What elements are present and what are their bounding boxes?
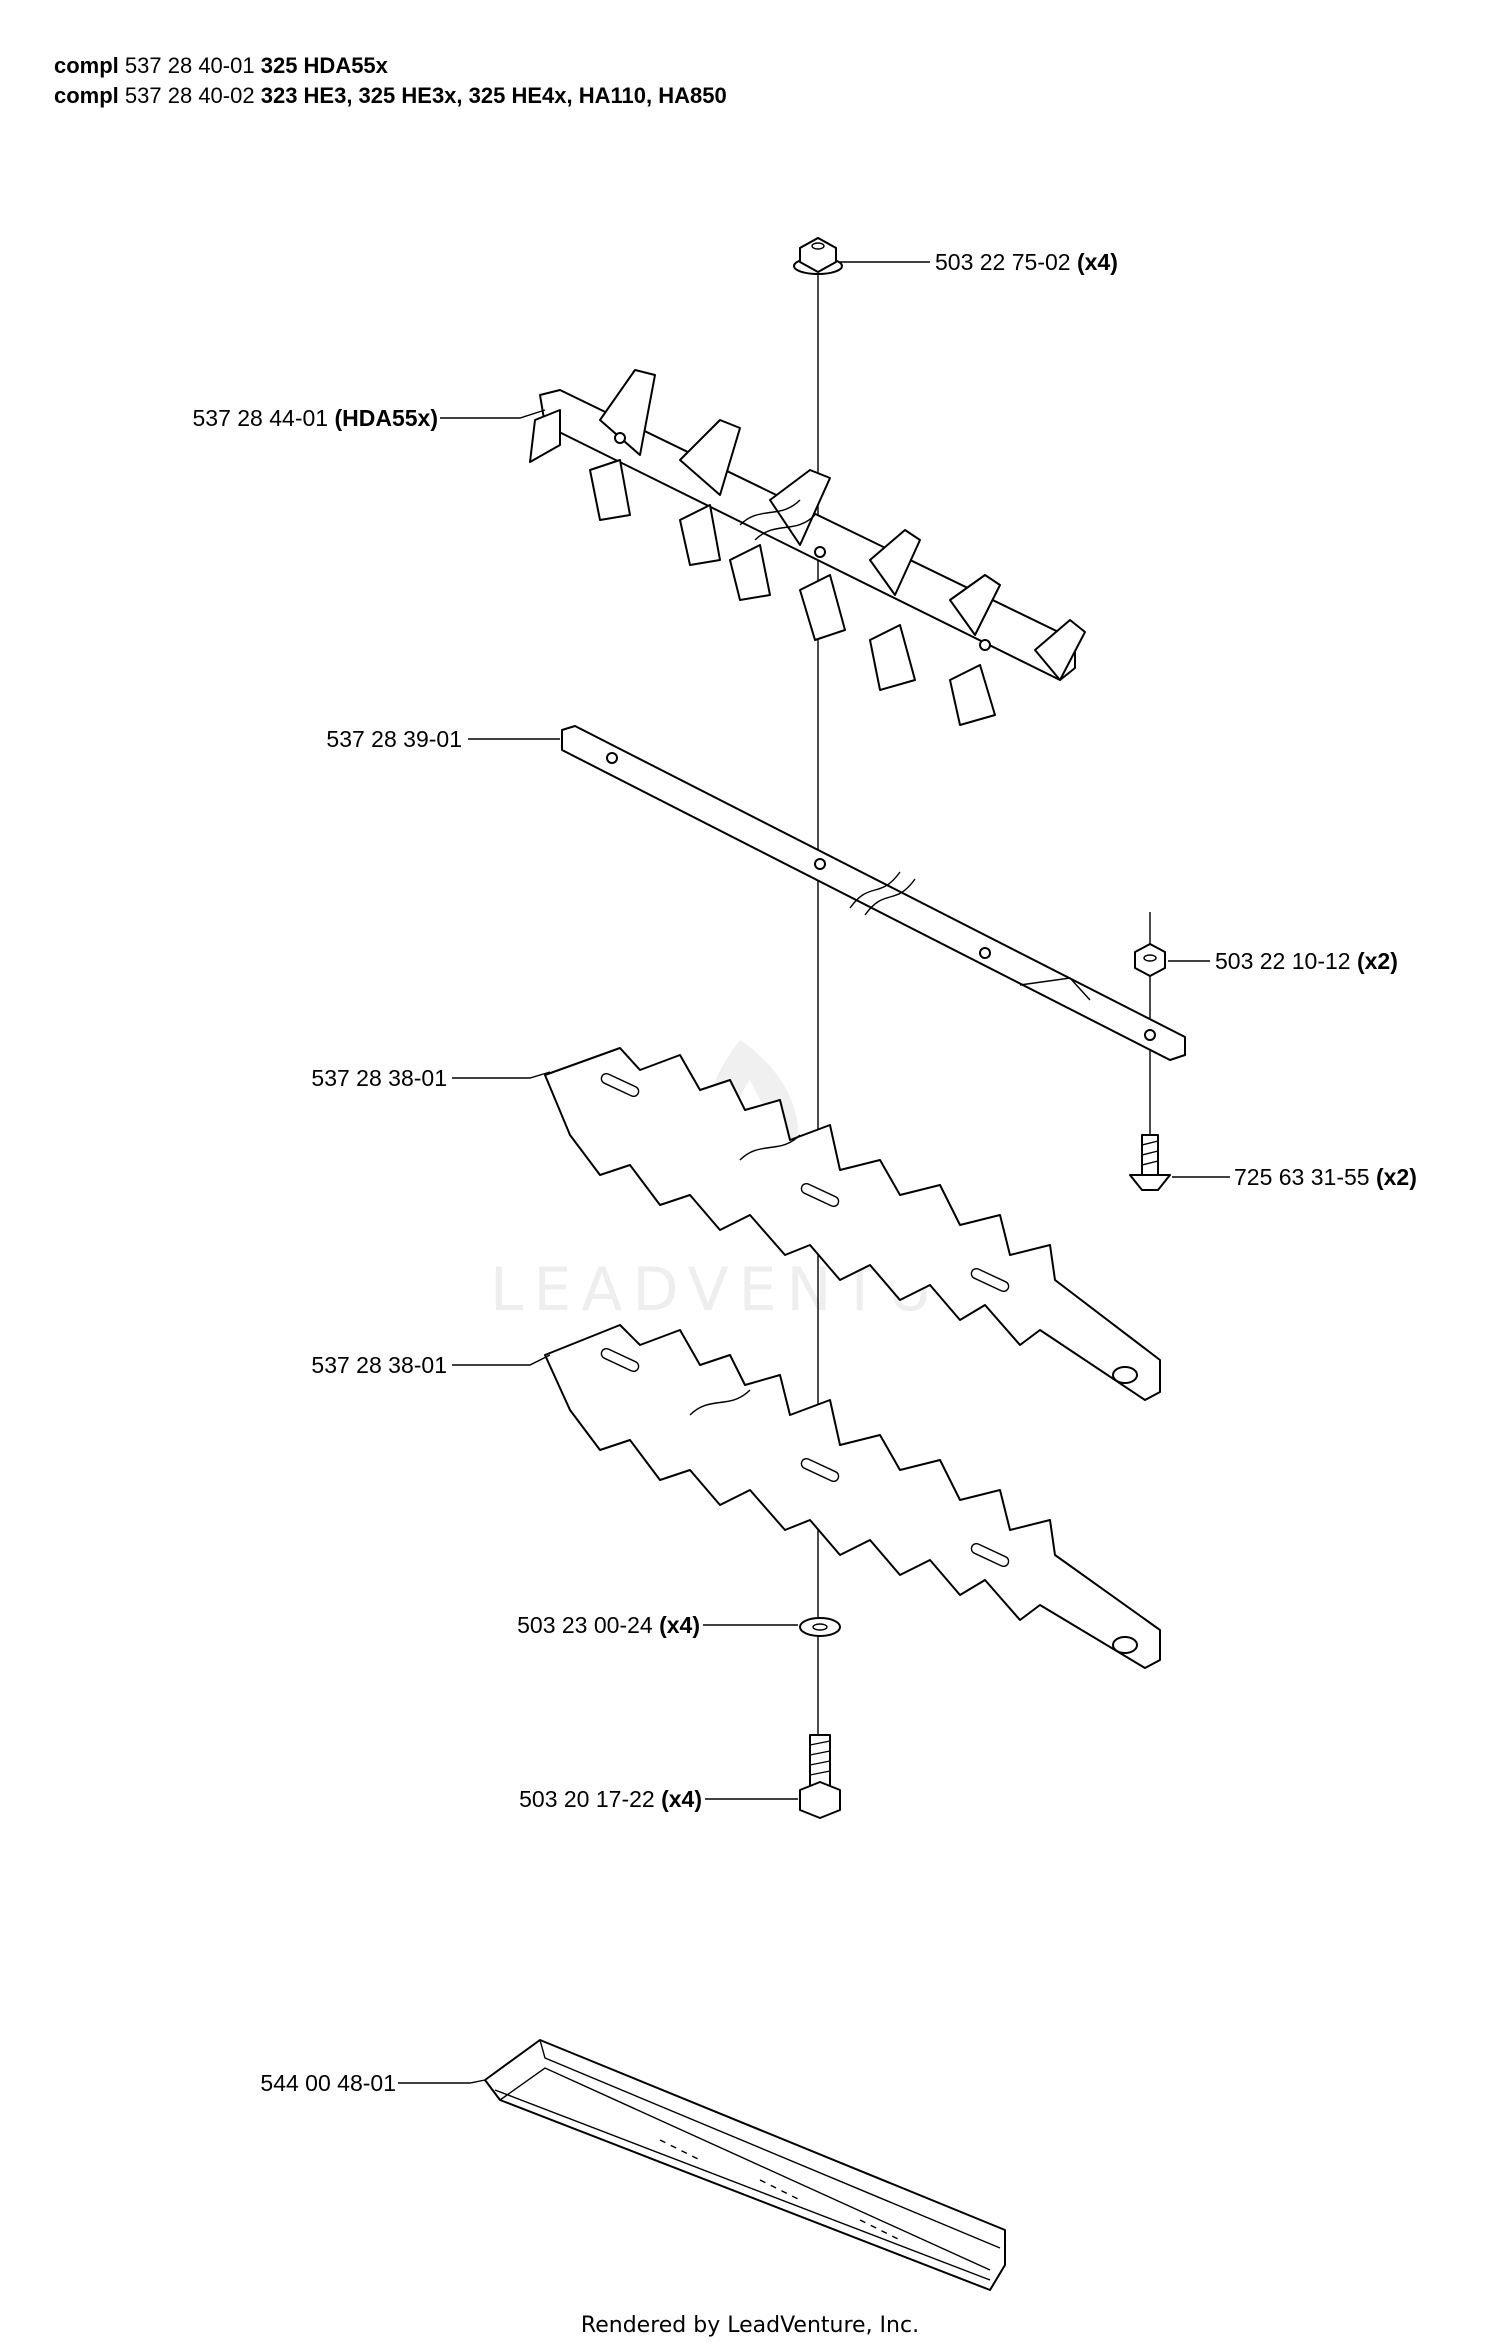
callout-725-63-31-55[interactable]: 725 63 31-55 (x2) — [1234, 1164, 1417, 1190]
header-line-1: compl 537 28 40-01 325 HDA55x — [54, 53, 389, 78]
callout-503-23-00-24[interactable]: 503 23 00-24 (x4) — [517, 1612, 700, 1638]
callout-537-28-38-01-upper[interactable]: 537 28 38-01 — [311, 1065, 447, 1091]
upper-blade-part[interactable] — [544, 1047, 1161, 1401]
lower-blade-part[interactable] — [544, 1324, 1161, 1669]
callout-537-28-39-01[interactable]: 537 28 39-01 — [326, 726, 462, 752]
flange-nut-part[interactable] — [793, 237, 843, 275]
callout-544-00-48-01[interactable]: 544 00 48-01 — [260, 2070, 396, 2096]
blade-guard-part[interactable] — [529, 369, 1086, 726]
header-line-2: compl 537 28 40-02 323 HE3, 325 HE3x, 32… — [54, 83, 727, 108]
bolt-part[interactable] — [799, 1734, 841, 1819]
blade-protector-part[interactable] — [484, 2039, 1006, 2291]
callout-537-28-38-01-lower[interactable]: 537 28 38-01 — [311, 1352, 447, 1378]
footer-credit: Rendered by LeadVenture, Inc. — [581, 2313, 919, 2338]
callout-537-28-44-01[interactable]: 537 28 44-01 (HDA55x) — [193, 405, 439, 431]
small-nut-part[interactable] — [1134, 943, 1166, 977]
callout-503-22-10-12[interactable]: 503 22 10-12 (x2) — [1215, 948, 1398, 974]
washer-part[interactable] — [799, 1617, 841, 1637]
leader-lines — [398, 261, 1230, 2084]
callout-503-22-75-02[interactable]: 503 22 75-02 (x4) — [935, 249, 1118, 275]
bar-plate-part[interactable] — [561, 725, 1186, 1061]
callout-503-20-17-22[interactable]: 503 20 17-22 (x4) — [519, 1786, 702, 1812]
countersunk-screw-part[interactable] — [1129, 1134, 1171, 1191]
